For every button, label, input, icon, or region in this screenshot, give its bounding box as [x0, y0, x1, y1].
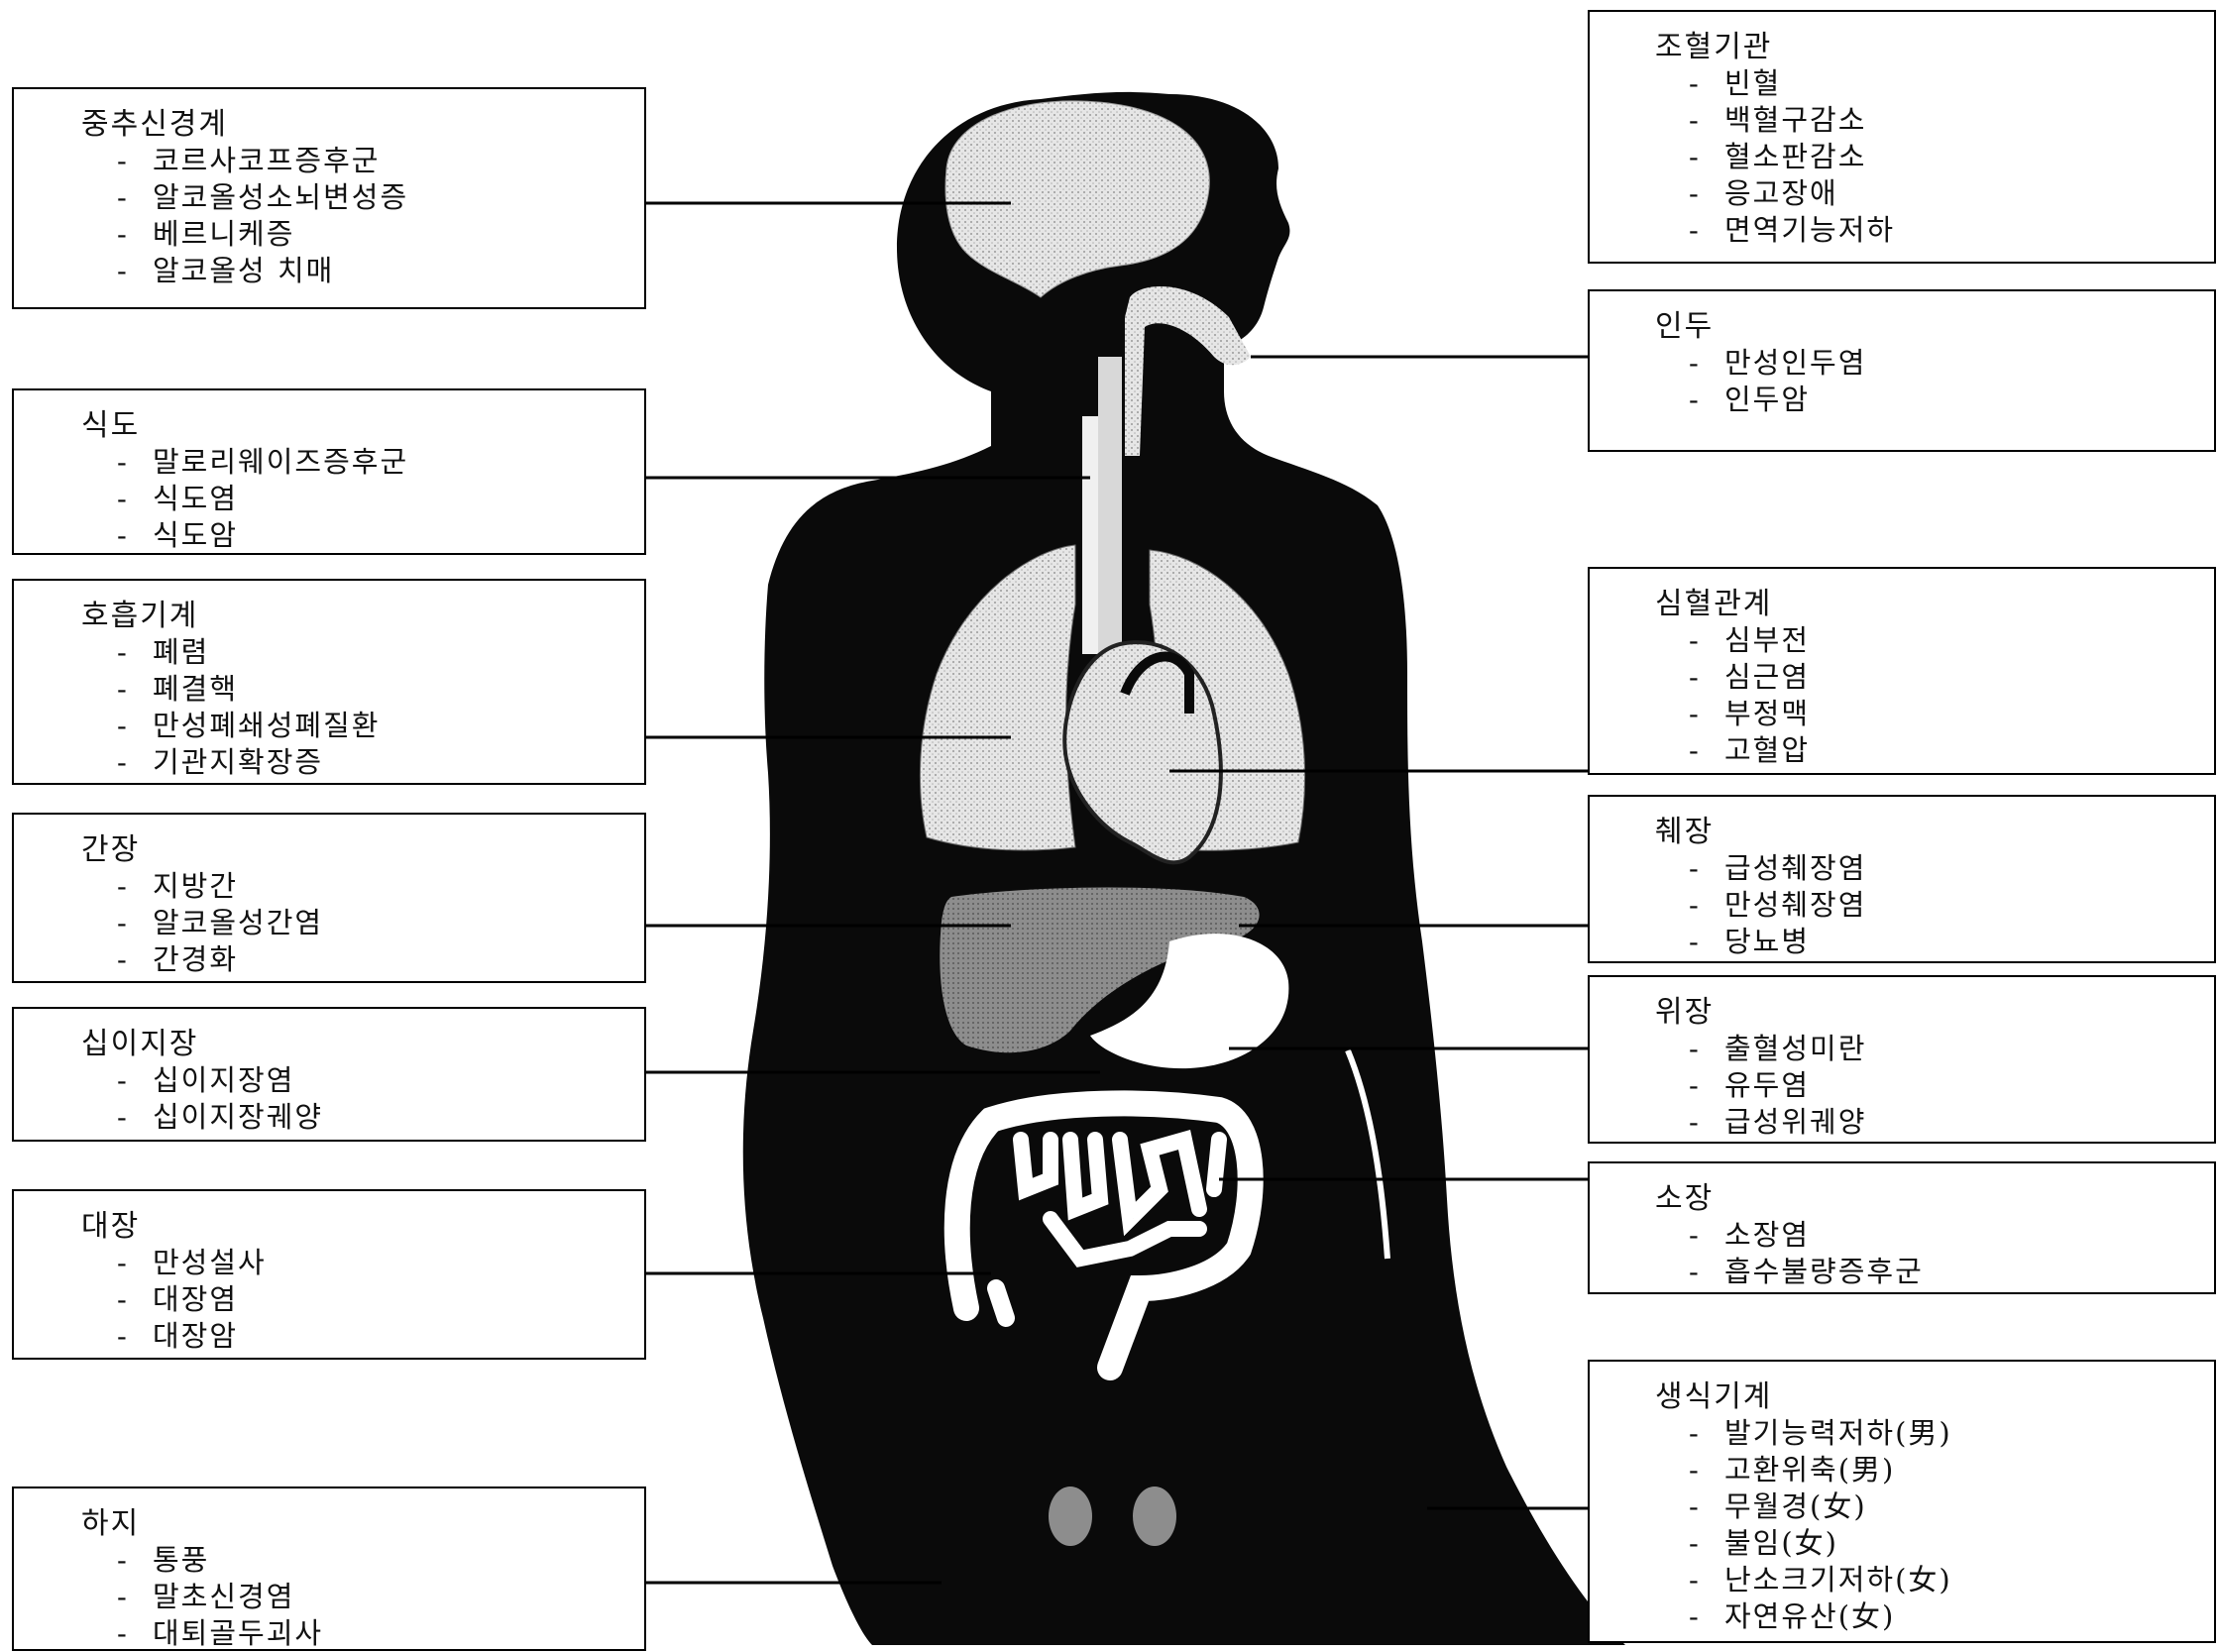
gonad-left	[1049, 1487, 1092, 1546]
box-title: 인두	[1655, 309, 1714, 345]
condition-item: -고환위축(男)	[1689, 1452, 1952, 1488]
condition-item: -급성위궤양	[1689, 1104, 1866, 1141]
condition-item: -대퇴골두괴사	[117, 1615, 323, 1652]
condition-item: -간경화	[117, 941, 323, 978]
condition-item: -식도암	[117, 517, 408, 554]
condition-item: -자연유산(女)	[1689, 1598, 1952, 1635]
box-respiratory: 호흡기계 -폐렴 -폐결핵 -만성폐쇄성폐질환 -기관지확장증	[12, 579, 646, 785]
condition-item: -알코올성소뇌변성증	[117, 179, 408, 216]
condition-item: -대장암	[117, 1318, 267, 1355]
box-hematopoietic: 조혈기관 -빈혈 -백혈구감소 -혈소판감소 -응고장애 -면역기능저하	[1588, 10, 2216, 264]
box-title: 췌장	[1655, 815, 1714, 850]
box-esophagus: 식도 -말로리웨이즈증후군 -식도염 -식도암	[12, 388, 646, 555]
condition-item: -만성폐쇄성폐질환	[117, 708, 380, 744]
condition-item: -발기능력저하(男)	[1689, 1415, 1952, 1452]
box-title: 하지	[81, 1506, 140, 1542]
box-liver: 간장 -지방간 -알코올성간염 -간경화	[12, 813, 646, 983]
condition-item: -급성췌장염	[1689, 850, 1866, 887]
box-pancreas: 췌장 -급성췌장염 -만성췌장염 -당뇨병	[1588, 795, 2216, 963]
box-pharynx: 인두 -만성인두염 -인두암	[1588, 289, 2216, 452]
trachea	[1082, 416, 1098, 654]
condition-item: -부정맥	[1689, 696, 1810, 732]
box-reproductive: 생식기계 -발기능력저하(男) -고환위축(男) -무월경(女) -불임(女) …	[1588, 1360, 2216, 1643]
box-cardiovascular: 심혈관계 -심부전 -심근염 -부정맥 -고혈압	[1588, 567, 2216, 775]
condition-list: -발기능력저하(男) -고환위축(男) -무월경(女) -불임(女) -난소크기…	[1689, 1415, 1952, 1635]
condition-item: -빈혈	[1689, 65, 1895, 102]
condition-list: -말로리웨이즈증후군 -식도염 -식도암	[117, 444, 408, 554]
box-title: 대장	[81, 1209, 140, 1245]
box-title: 생식기계	[1655, 1379, 1772, 1415]
condition-item: -알코올성 치매	[117, 253, 408, 289]
condition-item: -만성설사	[117, 1245, 267, 1281]
condition-item: -만성췌장염	[1689, 887, 1866, 924]
box-title: 위장	[1655, 995, 1714, 1031]
condition-item: -말로리웨이즈증후군	[117, 444, 408, 481]
box-title: 심혈관계	[1655, 587, 1772, 622]
condition-item: -인두암	[1689, 382, 1866, 418]
condition-item: -불임(女)	[1689, 1525, 1952, 1562]
condition-item: -고혈압	[1689, 732, 1810, 769]
colon-descending	[996, 1288, 1006, 1318]
condition-item: -베르니케증	[117, 216, 408, 253]
condition-list: -심부전 -심근염 -부정맥 -고혈압	[1689, 622, 1810, 769]
esophagus	[1098, 357, 1122, 654]
condition-item: -기관지확장증	[117, 744, 380, 781]
condition-list: -지방간 -알코올성간염 -간경화	[117, 868, 323, 978]
condition-list: -폐렴 -폐결핵 -만성폐쇄성폐질환 -기관지확장증	[117, 634, 380, 781]
condition-item: -코르사코프증후군	[117, 143, 408, 179]
box-title: 소장	[1655, 1181, 1714, 1217]
box-title: 호흡기계	[81, 599, 198, 634]
condition-item: -대장염	[117, 1281, 267, 1318]
box-cns: 중추신경계 -코르사코프증후군 -알코올성소뇌변성증 -베르니케증 -알코올성 …	[12, 87, 646, 309]
condition-item: -알코올성간염	[117, 905, 323, 941]
condition-list: -출혈성미란 -유두염 -급성위궤양	[1689, 1031, 1866, 1141]
condition-item: -지방간	[117, 868, 323, 905]
box-title: 간장	[81, 832, 140, 868]
box-title: 조혈기관	[1655, 30, 1772, 65]
box-small-intestine: 소장 -소장염 -흡수불량증후군	[1588, 1161, 2216, 1294]
box-title: 십이지장	[81, 1027, 198, 1062]
condition-item: -혈소판감소	[1689, 139, 1895, 175]
condition-item: -백혈구감소	[1689, 102, 1895, 139]
condition-list: -소장염 -흡수불량증후군	[1689, 1217, 1924, 1290]
condition-item: -말초신경염	[117, 1579, 323, 1615]
condition-item: -소장염	[1689, 1217, 1924, 1254]
condition-item: -면역기능저하	[1689, 212, 1895, 249]
condition-list: -만성설사 -대장염 -대장암	[117, 1245, 267, 1355]
condition-item: -심근염	[1689, 659, 1810, 696]
condition-list: -만성인두염 -인두암	[1689, 345, 1866, 418]
box-colon: 대장 -만성설사 -대장염 -대장암	[12, 1189, 646, 1360]
condition-item: -통풍	[117, 1542, 323, 1579]
condition-item: -난소크기저하(女)	[1689, 1562, 1952, 1598]
condition-item: -응고장애	[1689, 175, 1895, 212]
condition-list: -십이지장염 -십이지장궤양	[117, 1062, 323, 1136]
condition-item: -십이지장궤양	[117, 1099, 323, 1136]
condition-item: -무월경(女)	[1689, 1488, 1952, 1525]
condition-item: -흡수불량증후군	[1689, 1254, 1924, 1290]
condition-item: -심부전	[1689, 622, 1810, 659]
condition-item: -폐렴	[117, 634, 380, 671]
condition-list: -코르사코프증후군 -알코올성소뇌변성증 -베르니케증 -알코올성 치매	[117, 143, 408, 289]
condition-list: -통풍 -말초신경염 -대퇴골두괴사	[117, 1542, 323, 1652]
gonad-right	[1133, 1487, 1176, 1546]
box-lower-limb: 하지 -통풍 -말초신경염 -대퇴골두괴사	[12, 1487, 646, 1651]
condition-item: -출혈성미란	[1689, 1031, 1866, 1067]
box-title: 중추신경계	[81, 107, 228, 143]
condition-item: -폐결핵	[117, 671, 380, 708]
condition-list: -급성췌장염 -만성췌장염 -당뇨병	[1689, 850, 1866, 960]
condition-item: -십이지장염	[117, 1062, 323, 1099]
condition-item: -당뇨병	[1689, 924, 1866, 960]
box-title: 식도	[81, 408, 140, 444]
condition-item: -만성인두염	[1689, 345, 1866, 382]
box-duodenum: 십이지장 -십이지장염 -십이지장궤양	[12, 1007, 646, 1142]
condition-list: -빈혈 -백혈구감소 -혈소판감소 -응고장애 -면역기능저하	[1689, 65, 1895, 249]
condition-item: -식도염	[117, 481, 408, 517]
box-stomach: 위장 -출혈성미란 -유두염 -급성위궤양	[1588, 975, 2216, 1144]
condition-item: -유두염	[1689, 1067, 1866, 1104]
